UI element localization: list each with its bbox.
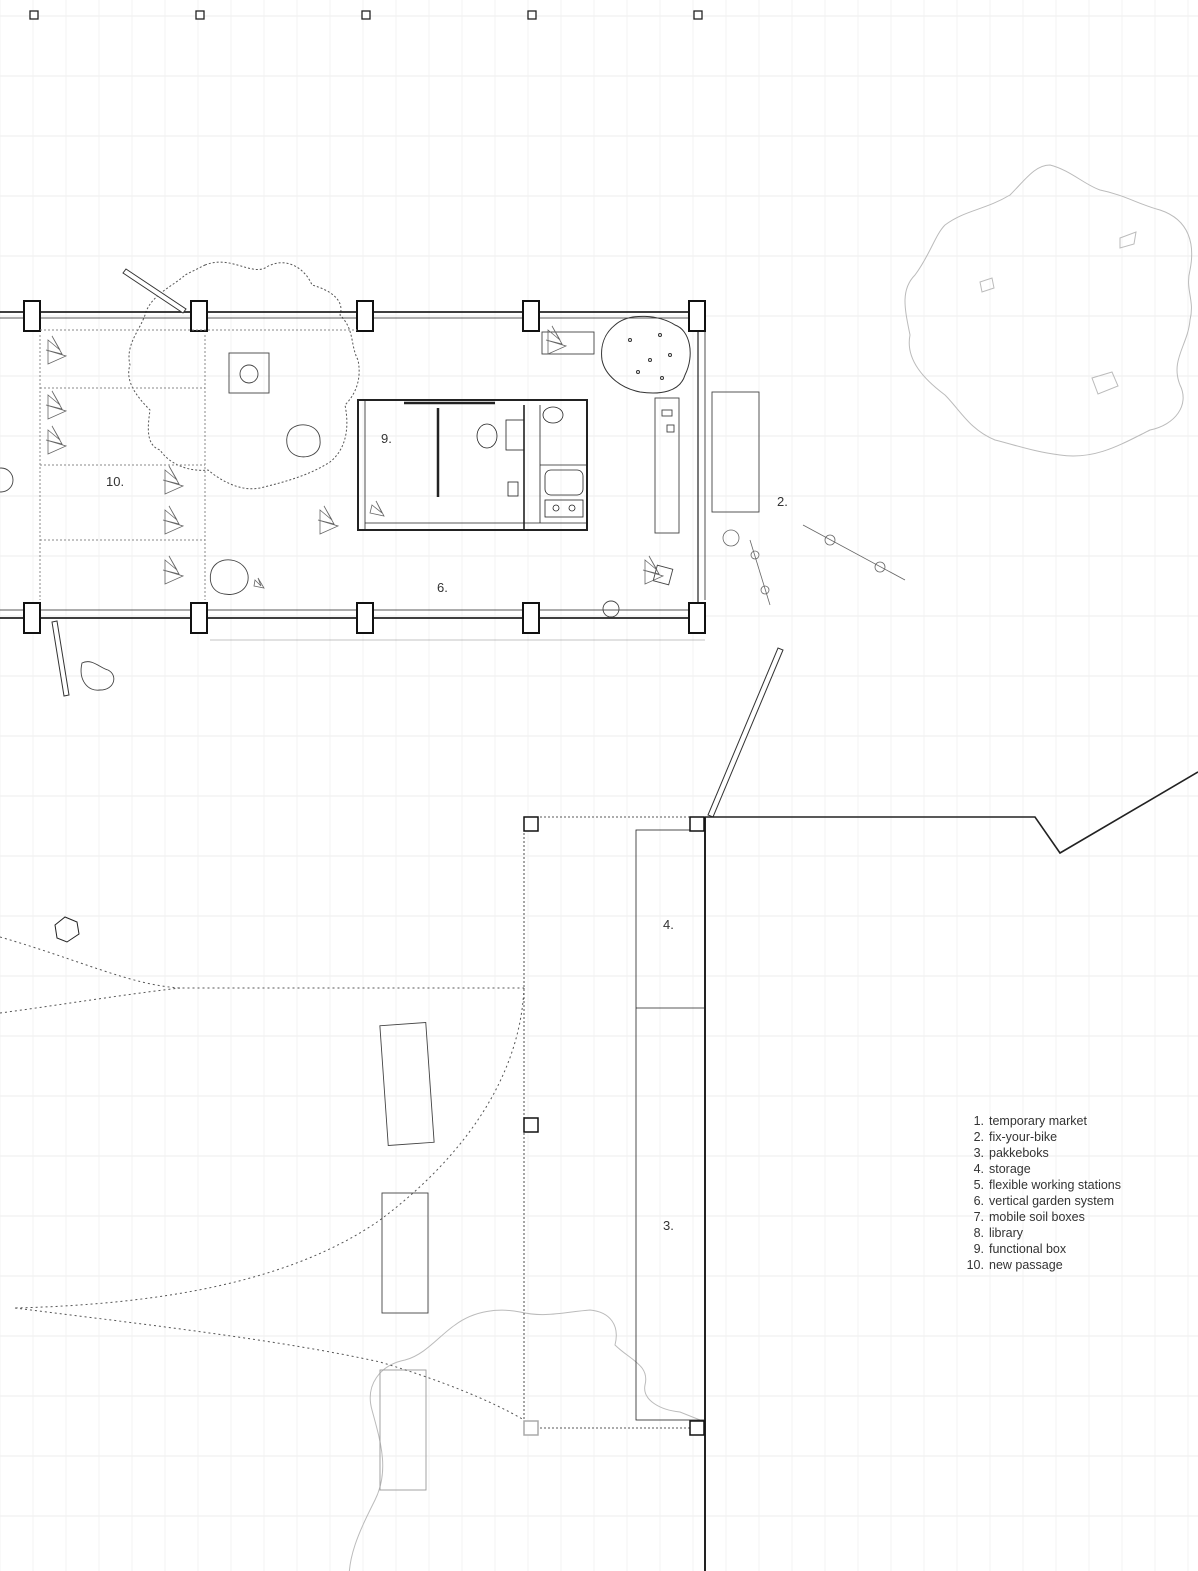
legend-text: new passage: [989, 1258, 1063, 1272]
legend-number: 10.: [966, 1258, 984, 1272]
legend-text: flexible working stations: [989, 1178, 1122, 1192]
canopy-curves: [0, 916, 525, 1421]
label-garden: 6.: [437, 580, 448, 595]
tree-foliage-round: [601, 315, 691, 394]
pavilion-furniture: [0, 331, 760, 691]
legend: 1. temporary market 2. fix-your-bike 3. pak…: [962, 1113, 1121, 1273]
tree-canopy-dotted: [128, 261, 360, 490]
legend-number: 8.: [973, 1226, 984, 1240]
legend-item: 4. storage: [962, 1161, 1121, 1177]
functional-box: [357, 399, 588, 531]
bicycles: [722, 524, 906, 606]
label-storage: 4.: [663, 917, 674, 932]
legend-number: 7.: [973, 1210, 984, 1224]
legend-text: mobile soil boxes: [989, 1210, 1085, 1224]
legend-item: 10. new passage: [962, 1257, 1121, 1273]
legend-item: 2. fix-your-bike: [962, 1129, 1121, 1145]
legend-text: storage: [989, 1162, 1031, 1176]
legend-item: 3. pakkeboks: [962, 1145, 1121, 1161]
legend-item: 9. functional box: [962, 1241, 1121, 1257]
label-pakkeboks: 3.: [663, 1218, 674, 1233]
legend-number: 9.: [973, 1242, 984, 1256]
legend-text: fix-your-bike: [989, 1130, 1058, 1144]
legend-number: 4.: [973, 1162, 984, 1176]
pavilion-walls: [0, 311, 706, 641]
legend-item: 1. temporary market: [962, 1113, 1121, 1129]
legend-item: 6. vertical garden system: [962, 1193, 1121, 1209]
legend-item: 7. mobile soil boxes: [962, 1209, 1121, 1225]
label-bike: 2.: [777, 494, 788, 509]
legend-text: temporary market: [989, 1114, 1087, 1128]
legend-number: 5.: [973, 1178, 984, 1192]
pakkeboks-structure: [523, 771, 1198, 1571]
structural-columns: [23, 300, 706, 634]
legend-text: pakkeboks: [989, 1146, 1049, 1160]
legend-text: vertical garden system: [989, 1194, 1115, 1208]
market-stalls: [379, 1022, 435, 1491]
label-functional-box: 9.: [381, 431, 392, 446]
legend-number: 1.: [973, 1114, 984, 1128]
legend-text: library: [989, 1226, 1024, 1240]
top-column-markers: [29, 10, 703, 20]
label-passage: 10.: [106, 474, 125, 489]
legend-number: 2.: [973, 1130, 984, 1144]
legend-number: 6.: [973, 1194, 984, 1208]
legend-text: functional box: [989, 1242, 1067, 1256]
legend-number: 3.: [973, 1146, 984, 1160]
door-swings: [51, 268, 784, 818]
plants: [45, 325, 665, 589]
lower-columns: [523, 816, 705, 1436]
legend-item: 8. library: [962, 1225, 1121, 1241]
passage-dotted-lines: [39, 329, 357, 600]
legend-item: 5. flexible working stations: [962, 1177, 1121, 1193]
